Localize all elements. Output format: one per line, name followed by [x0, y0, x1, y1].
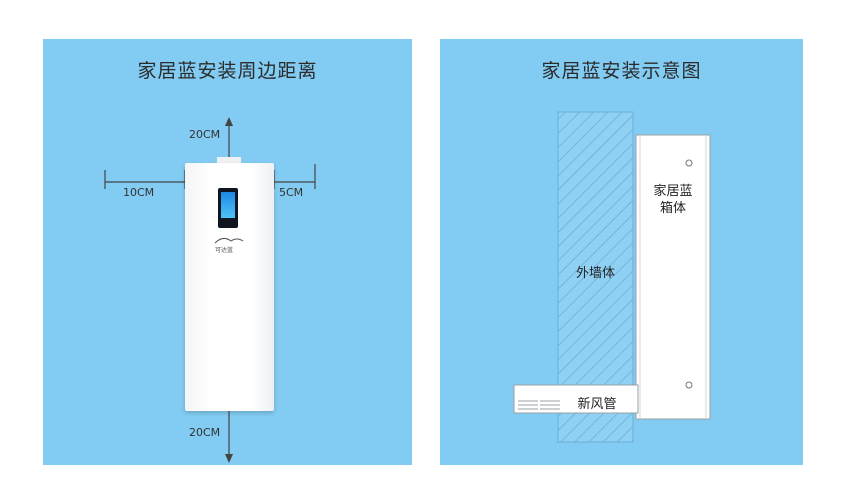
left-panel: 家居蓝安装周边距离 20CM 10CM 5CM 20CM 可达蓝: [43, 39, 412, 465]
box-body: [635, 134, 711, 420]
device-logo-mark: [214, 237, 244, 244]
left-panel-title: 家居蓝安装周边距离: [137, 60, 318, 82]
screw-top: [685, 159, 693, 167]
clearance-right-label: 5CM: [279, 186, 304, 199]
box-label-line1: 家居蓝: [653, 184, 693, 199]
device-unit: 可达蓝: [185, 163, 274, 411]
clearance-top-label: 20CM: [189, 128, 221, 141]
duct-label: 新风管: [577, 397, 617, 412]
outer-wall-label: 外墙体: [575, 266, 615, 281]
clearance-dimension-lines: [104, 117, 316, 463]
clearance-bottom-label: 20CM: [189, 426, 221, 439]
device-logo: 可达蓝: [215, 247, 234, 254]
fresh-air-duct: [513, 384, 639, 414]
box-label-line2: 箱体: [659, 201, 686, 216]
right-panel: 家居蓝安装示意图 外墙体 家居蓝 箱体 新风管: [440, 39, 803, 465]
right-panel-title: 家居蓝安装示意图: [541, 60, 702, 82]
device-display: [218, 188, 238, 228]
clearance-left-label: 10CM: [123, 186, 155, 199]
screw-bottom: [685, 381, 693, 389]
installation-diagram: [513, 111, 711, 443]
